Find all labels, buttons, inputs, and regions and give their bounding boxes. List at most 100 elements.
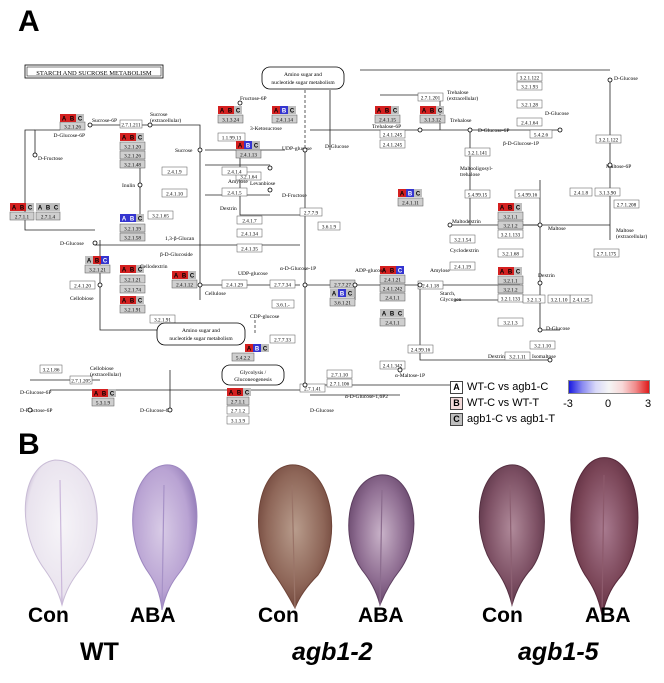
svg-text:β-D-Glucoside: β-D-Glucoside	[160, 252, 193, 258]
enzyme-box: 3.6.1.-	[271, 299, 295, 309]
enzyme-box: 2.4.1.9	[161, 166, 188, 176]
svg-text:A: A	[500, 270, 505, 276]
svg-text:Cellobiose: Cellobiose	[70, 296, 94, 302]
enzyme-box: 3.6.1.9	[317, 221, 341, 231]
enzyme-box: 2.7.1.2	[226, 405, 250, 415]
svg-text:D-Glucose: D-Glucose	[614, 76, 638, 82]
svg-text:Cellobiose: Cellobiose	[90, 366, 114, 372]
svg-text:3.2.1.3: 3.2.1.3	[503, 321, 518, 327]
svg-text:Inulin: Inulin	[122, 183, 135, 189]
svg-text:2.4.1.29: 2.4.1.29	[226, 283, 243, 289]
enzyme-box: 2.4.1.245	[379, 129, 406, 139]
svg-text:3.2.1.28: 3.2.1.28	[521, 103, 538, 109]
svg-text:3.6.1.-: 3.6.1.-	[276, 303, 290, 309]
enzyme-box: 2.4.1.20	[69, 280, 96, 290]
svg-text:A: A	[382, 312, 387, 318]
enzyme-box: 2.4.1.1	[379, 317, 406, 327]
svg-text:B: B	[237, 391, 242, 397]
svg-text:B: B	[340, 292, 345, 298]
svg-text:(extracellular): (extracellular)	[447, 95, 478, 102]
svg-text:A: A	[229, 391, 234, 397]
svg-text:A: A	[122, 299, 127, 305]
svg-text:Maltooligosyl-: Maltooligosyl-	[460, 166, 493, 172]
enzyme-box: 5.3.1.9	[91, 397, 115, 407]
leaf-agb1-5-aba	[570, 457, 639, 616]
svg-text:C: C	[28, 206, 33, 212]
svg-text:3.2.1.1: 3.2.1.1	[503, 215, 518, 221]
enzyme-box: 2.4.99.16	[407, 344, 434, 354]
svg-text:C: C	[54, 206, 59, 212]
svg-text:Fructose-6P: Fructose-6P	[240, 96, 267, 102]
svg-text:A: A	[382, 269, 387, 275]
enzyme-box: 3.2.1.21	[119, 274, 146, 284]
svg-text:Trehalose: Trehalose	[450, 118, 472, 124]
enzyme-box: 3.2.1.86	[39, 364, 63, 374]
svg-text:A: A	[94, 392, 99, 398]
svg-text:3.1.3.24: 3.1.3.24	[222, 118, 239, 124]
svg-text:3.2.1.74: 3.2.1.74	[124, 288, 141, 294]
svg-text:3.2.1.141: 3.2.1.141	[468, 151, 488, 157]
svg-text:3.2.1.10: 3.2.1.10	[551, 298, 568, 304]
svg-text:B: B	[130, 268, 135, 274]
enzyme-box: 3.2.1.91	[119, 304, 146, 314]
svg-text:2.4.1.14: 2.4.1.14	[276, 118, 293, 124]
enzyme-box: 3.2.1.74	[119, 284, 146, 294]
svg-text:2.4.1.35: 2.4.1.35	[241, 247, 258, 253]
svg-text:2.4.1.34: 2.4.1.34	[241, 232, 258, 238]
svg-text:D-Glucose: D-Glucose	[60, 241, 84, 247]
photo-label-agb1-5-aba: ABA	[585, 604, 631, 627]
svg-text:B: B	[70, 117, 75, 123]
enzyme-box: 3.2.1.28	[516, 99, 543, 109]
svg-text:β-D-Glucose-1P: β-D-Glucose-1P	[503, 141, 539, 147]
svg-text:3.2.1.122: 3.2.1.122	[599, 138, 619, 144]
svg-text:2.4.1.1: 2.4.1.1	[385, 296, 400, 302]
leaf-photos	[24, 457, 639, 616]
svg-text:2.4.1.8: 2.4.1.8	[574, 191, 589, 197]
svg-text:2.7.1.41: 2.7.1.41	[304, 387, 321, 393]
svg-text:3.2.1.54: 3.2.1.54	[454, 238, 471, 244]
enzyme-box: 3.2.1.10	[547, 294, 571, 304]
svg-text:2.4.1.5: 2.4.1.5	[227, 191, 242, 197]
svg-text:3.6.1.9: 3.6.1.9	[322, 225, 337, 231]
svg-text:A: A	[62, 117, 67, 123]
svg-text:3.2.1.11: 3.2.1.11	[509, 355, 526, 361]
svg-text:C: C	[398, 269, 403, 275]
svg-text:C: C	[190, 274, 195, 280]
svg-text:α-Maltose-1P: α-Maltose-1P	[395, 373, 425, 379]
legend: A WT-C vs agb1-C B WT-C vs WT-T C agb1-C…	[450, 380, 660, 430]
svg-text:trehalose: trehalose	[460, 172, 480, 178]
svg-text:C: C	[138, 268, 143, 274]
svg-text:C: C	[348, 292, 353, 298]
svg-text:2.7.7.9: 2.7.7.9	[304, 211, 319, 217]
pathway-diagram: STARCH AND SUCROSE METABOLISM 3.2.1.26 3…	[9, 64, 647, 425]
svg-text:3.2.1.91: 3.2.1.91	[154, 318, 171, 324]
svg-text:3.1.3.12: 3.1.3.12	[424, 118, 441, 124]
enzyme-box: 3.2.1.48	[119, 159, 146, 169]
svg-text:D-Glucose-6P: D-Glucose-6P	[478, 128, 509, 134]
svg-text:Amylose: Amylose	[228, 179, 248, 185]
svg-text:3.2.1.48: 3.2.1.48	[124, 163, 141, 169]
enzyme-box: 2.4.1.5	[221, 187, 248, 197]
svg-text:A: A	[500, 206, 505, 212]
svg-text:2.7.1.1: 2.7.1.1	[15, 215, 30, 221]
svg-text:2.4.1.4: 2.4.1.4	[227, 170, 242, 176]
svg-text:B: B	[130, 217, 135, 223]
svg-text:D-Glucose: D-Glucose	[325, 144, 349, 150]
svg-text:UDP-glucose: UDP-glucose	[238, 271, 268, 277]
photo-label-agb1-5-con: Con	[482, 604, 523, 627]
enzyme-box: 2.7.1.205	[69, 375, 93, 385]
svg-text:5.3.1.9: 5.3.1.9	[96, 401, 111, 407]
svg-text:(extracellular): (extracellular)	[90, 371, 121, 378]
enzyme-box: 3.2.1.2	[497, 220, 524, 230]
svg-text:Cellodextrin: Cellodextrin	[140, 264, 168, 270]
svg-text:B: B	[508, 270, 513, 276]
leaf-wt-aba	[132, 464, 198, 611]
svg-text:B: B	[182, 274, 187, 280]
